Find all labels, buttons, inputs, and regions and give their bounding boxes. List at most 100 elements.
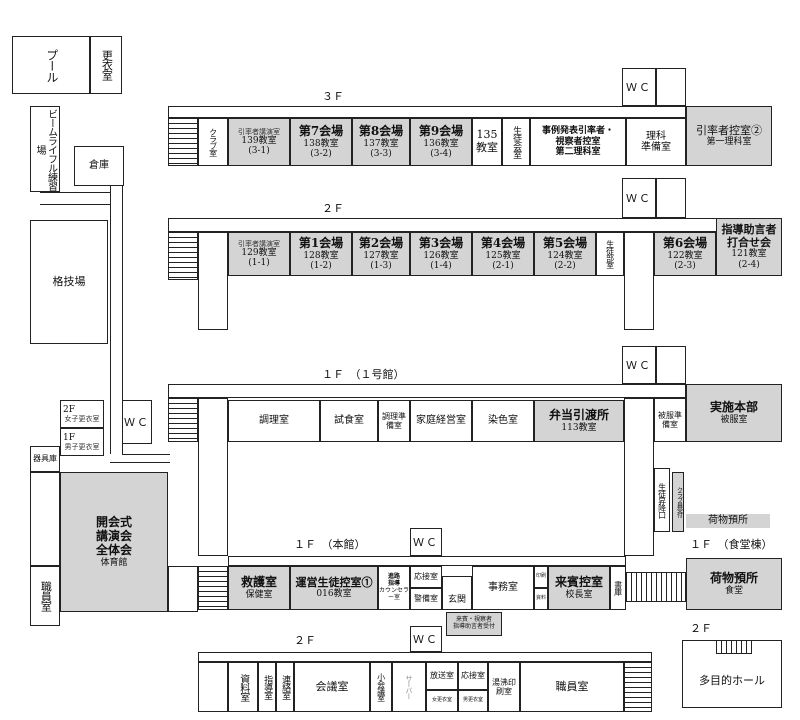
room-headquarters[interactable]: 実施本部 被服室 [686, 384, 782, 442]
gym-2f: 2F 女子更衣室 [60, 400, 104, 428]
gymnasium[interactable]: 開会式 講演会 全体会 体育館 [60, 472, 168, 612]
stairs-3f-west[interactable] [168, 118, 198, 166]
room-3f-137[interactable]: 第8会場 137教室 (3-3) [352, 118, 410, 166]
room-printing: 湯沸印刷室 [488, 662, 520, 712]
room-3f-137-number: 137教室 [363, 138, 399, 149]
room-archive: 書庫 [610, 566, 626, 610]
gym-2f-note: 女子更衣室 [64, 415, 100, 424]
floor-1f-main-label: １Ｆ （本館） [294, 538, 366, 551]
room-2f-121[interactable]: 指導助言者 打合せ会 121教室 (2-4) [716, 218, 782, 276]
room-2f-126-venue: 第3会場 [418, 235, 464, 250]
room-reception-2f-label: 応接室 [461, 671, 485, 681]
stairs-main-east[interactable] [624, 662, 652, 712]
room-2f-student-club-label: 生徒部室 [605, 240, 615, 268]
room-2f-121-code: (2-4) [738, 259, 760, 270]
room-2f-127[interactable]: 第2会場 127教室 (1-3) [352, 232, 410, 276]
room-3f-138-venue: 第7会場 [298, 123, 344, 138]
room-reception: 応接室 [410, 566, 442, 588]
room-counseling: 進路 指導 カウンセラー室 [378, 566, 410, 610]
room-male-changing: 男更衣室 [458, 690, 488, 712]
room-2f-129[interactable]: 引率者講演室 129教室 (1-1) [228, 232, 290, 276]
room-hq-title: 実施本部 [709, 399, 758, 414]
room-3f-escort-lounge-2-room: 第一理科室 [706, 137, 752, 148]
room-3f-137-venue: 第8会場 [358, 123, 404, 138]
room-3f-137-code: (3-3) [370, 148, 392, 159]
room-staff: 職員室 [520, 662, 624, 712]
pool: プール [12, 36, 90, 94]
room-3f-136[interactable]: 第9会場 136教室 (3-4) [410, 118, 472, 166]
room-2f-126[interactable]: 第3会場 126教室 (1-4) [410, 232, 472, 276]
room-liaison-label: 連絡室 [280, 675, 291, 699]
wc-main-1f-label: ＷＣ [413, 536, 439, 549]
room-2f-128[interactable]: 第1会場 128教室 (1-2) [290, 232, 352, 276]
room-2f-125[interactable]: 第4会場 125教室 (2-1) [472, 232, 534, 276]
room-2f-129-note: 引率者講演室 [238, 239, 280, 248]
wc-main-2f: ＷＣ [410, 626, 442, 652]
room-2f-124-number: 124教室 [547, 250, 583, 261]
gym-1f: 1F 男子更衣室 [60, 428, 104, 456]
stairs-main-west[interactable] [198, 566, 228, 610]
room-2f-127-code: (1-3) [370, 260, 392, 271]
room-office-label: 事務室 [488, 582, 518, 594]
room-cafeteria[interactable]: 荷物預所 食堂 [686, 558, 782, 610]
student-exit: 生徒昇降口 [654, 468, 670, 532]
floor-2f-hall-label: ２Ｆ [690, 622, 712, 635]
wc-1f-label: ＷＣ [626, 359, 652, 372]
room-3f-136-number: 136教室 [423, 138, 459, 149]
room-2f-129-code: (1-1) [248, 258, 270, 269]
room-dining: 試食室 [320, 400, 378, 442]
room-3f-139[interactable]: 引率者講演室 139教室 (3-1) [228, 118, 290, 166]
room-3f-science-prep: 理科 準備室 [626, 118, 686, 166]
room-3f-escort-lounge-2[interactable]: 引率者控室② 第一理科室 [686, 106, 772, 166]
room-113-venue: 弁当引渡所 [548, 407, 609, 422]
room-guidance-label: 指導室 [262, 675, 273, 699]
room-3f-139-note: 引率者講演室 [238, 127, 280, 136]
wc-1f-side [656, 346, 686, 384]
room-female-changing-label: 女更衣室 [431, 697, 452, 704]
room-dining-label: 試食室 [334, 415, 364, 427]
room-staff-label: 職員室 [555, 679, 589, 693]
room-3f-science-2: 事例発表引率者・ 視察者控室 第二理科室 [530, 118, 626, 166]
equipment-room-label: 器具庫 [33, 454, 57, 464]
baggage-area-1f[interactable]: 荷物預所 [686, 514, 770, 528]
room-3f-136-code: (3-4) [430, 148, 452, 159]
room-security: 警備室 [410, 588, 442, 610]
room-113-number: 113教室 [561, 422, 597, 433]
room-113[interactable]: 弁当引渡所 113教室 [534, 400, 624, 442]
stairs-1f-west[interactable] [168, 398, 198, 442]
walkway [122, 454, 170, 455]
room-male-changing-label: 男更衣室 [462, 697, 483, 704]
wc-2f: ＷＣ [622, 178, 656, 218]
entrance[interactable]: 玄関 [442, 576, 472, 610]
room-3f-138[interactable]: 第7会場 138教室 (3-2) [290, 118, 352, 166]
club-reception[interactable]: クラブ員受付 [672, 472, 684, 532]
room-2f-122[interactable]: 第6会場 122教室 (2-3) [654, 232, 716, 276]
corridor-1f-east [624, 398, 654, 556]
room-home-ec: 家庭経営室 [410, 400, 472, 442]
guest-reception-desk[interactable]: 来賓・視察者 指導助言者受付 [446, 612, 502, 636]
room-3f-science-2-line2: 視察者控室 [555, 136, 601, 147]
room-2f-121-title: 指導助言者 [721, 223, 777, 237]
room-016[interactable]: 運営生徒控室① 016教室 [290, 566, 378, 610]
stairs-2f-west[interactable] [168, 232, 198, 280]
room-2f-122-number: 122教室 [667, 250, 703, 261]
room-guest-lounge[interactable]: 来賓控室 校長室 [548, 566, 610, 610]
gym-2f-label: 2F [63, 404, 75, 415]
gym-main-2: 講演会 [95, 528, 132, 543]
room-3f-138-code: (3-2) [310, 148, 332, 159]
gym-frame [30, 472, 60, 566]
changing-room: 更衣室 [90, 36, 122, 94]
room-2f-124[interactable]: 第5会場 124教室 (2-2) [534, 232, 596, 276]
room-conference-label: 会議室 [315, 679, 349, 693]
room-records-label: 資料 [535, 595, 546, 602]
room-2f-128-venue: 第1会場 [298, 235, 344, 250]
room-016-title: 運営生徒控室① [295, 575, 373, 589]
room-2f-124-venue: 第5会場 [542, 235, 588, 250]
wc-main-2f-label: ＷＣ [413, 633, 439, 646]
room-3f-club-label: クラブ室 [208, 128, 218, 156]
gym-1f-label: 1F [63, 432, 75, 443]
room-cafeteria-sub: 食堂 [724, 585, 743, 596]
room-infirmary[interactable]: 救護室 保健室 [228, 566, 290, 610]
room-2f-student-club: 生徒部室 [596, 232, 624, 276]
corridor-2f-west [198, 232, 228, 330]
